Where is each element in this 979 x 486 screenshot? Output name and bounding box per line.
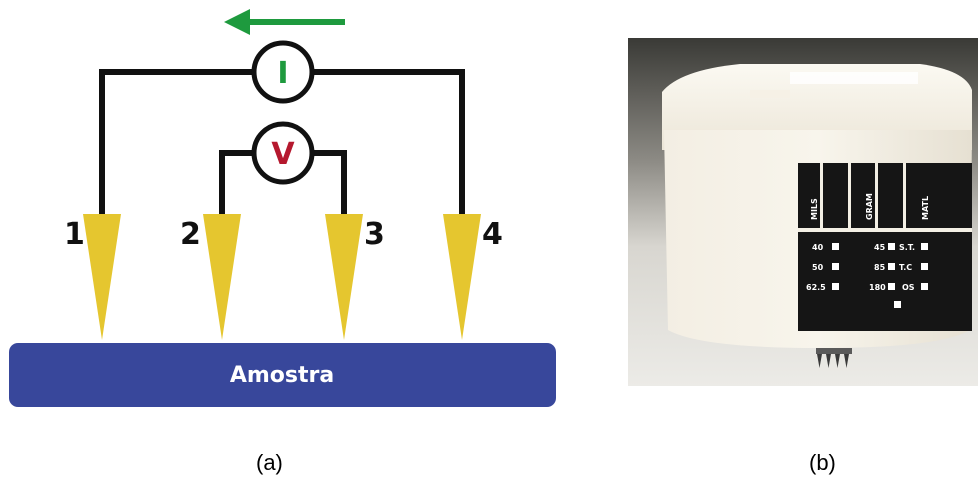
probe-label-3: 3	[364, 217, 385, 252]
housing-top	[662, 64, 972, 150]
probe-label-2: 2	[180, 217, 201, 252]
probe-pins	[816, 348, 852, 368]
panel-cell-r2c2: 85	[874, 263, 886, 272]
voltage-wire	[219, 150, 347, 218]
sample-label: Amostra	[230, 363, 334, 388]
caption-a: (a)	[256, 450, 283, 475]
voltmeter-label: V	[271, 137, 295, 172]
voltmeter: V	[251, 121, 315, 185]
panel-header-mils: MILS	[810, 198, 819, 220]
panel-header-gram: GRAM	[865, 193, 874, 220]
panel-cell-r3c1: 62.5	[806, 283, 826, 292]
panel-cell-r1c2: 45	[874, 243, 886, 252]
panel-cell-r3c3: OS	[902, 283, 915, 292]
probe-label-4: 4	[482, 217, 503, 252]
panel-cell-r2c3: T.C	[899, 263, 912, 272]
probe-label-1: 1	[64, 217, 85, 252]
panel-cell-r3c2: 180	[869, 283, 886, 292]
ammeter-label: I	[277, 56, 288, 91]
sample-bar	[9, 343, 556, 407]
caption-b: (b)	[809, 450, 836, 475]
panel-cell-r1c3: S.T.	[899, 243, 915, 252]
setting-label-panel: MILS GRAM MATL 40 45 S.T. 50 85 T.C 62.5…	[798, 163, 972, 331]
panel-cell-r2c1: 50	[812, 263, 824, 272]
probe-head-photo: MILS GRAM MATL 40 45 S.T. 50 85 T.C 62.5…	[628, 38, 978, 386]
probe-4	[443, 214, 481, 340]
four-point-probe-diagram: I V 1 2 3 4 Amostra	[9, 9, 556, 407]
probe-1	[83, 214, 121, 340]
panel-cell-r1c1: 40	[812, 243, 824, 252]
ammeter: I	[251, 40, 315, 104]
panel-header-matl: MATL	[921, 196, 930, 220]
current-wire	[99, 69, 465, 218]
probe-3	[325, 214, 363, 340]
current-direction-arrow	[224, 9, 345, 35]
probe-2	[203, 214, 241, 340]
